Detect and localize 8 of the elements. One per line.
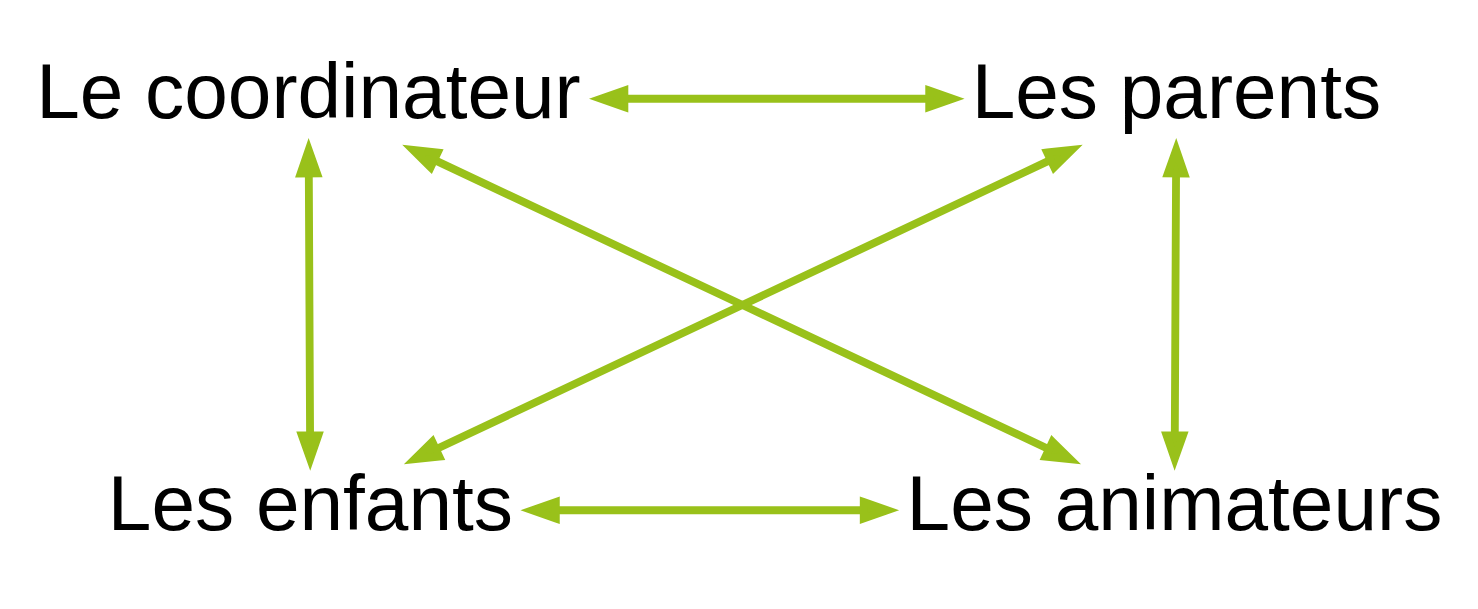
arrow: [589, 85, 965, 113]
node-text: Les enfants: [107, 458, 513, 547]
arrow: [520, 496, 900, 524]
arrow: [295, 138, 324, 471]
arrow: [1161, 138, 1190, 471]
node-text: Les parents: [971, 47, 1382, 136]
node-text: Le coordinateur: [36, 47, 581, 136]
node-text: Les animateurs: [906, 458, 1443, 547]
